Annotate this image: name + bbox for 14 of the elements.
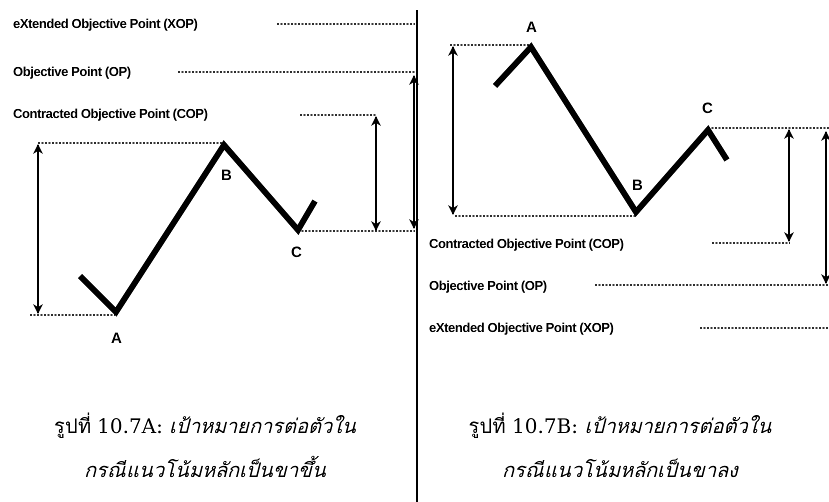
level-label: Contracted Objective Point (COP) bbox=[13, 106, 208, 122]
point-label: C bbox=[702, 101, 713, 117]
level-label: Objective Point (OP) bbox=[429, 278, 547, 294]
point-label: C bbox=[291, 245, 302, 261]
level-label: eXtended Objective Point (XOP) bbox=[13, 16, 198, 32]
point-label: A bbox=[526, 20, 537, 36]
level-label: eXtended Objective Point (XOP) bbox=[429, 320, 614, 336]
level-label: Objective Point (OP) bbox=[13, 64, 131, 80]
point-label: B bbox=[221, 168, 232, 184]
point-label: A bbox=[111, 331, 122, 347]
level-label: Contracted Objective Point (COP) bbox=[429, 236, 624, 252]
point-label: B bbox=[632, 178, 643, 194]
figure-caption: รูปที่ 10.7A: เป้าหมายการต่อตัวในกรณีแนวโน้มหลักเป็นขาขึ้น bbox=[52, 412, 358, 484]
figure-caption: รูปที่ 10.7B: เป้าหมายการต่อตัวในกรณีแนวโน้มหลักเป็นขาลง bbox=[468, 412, 772, 484]
